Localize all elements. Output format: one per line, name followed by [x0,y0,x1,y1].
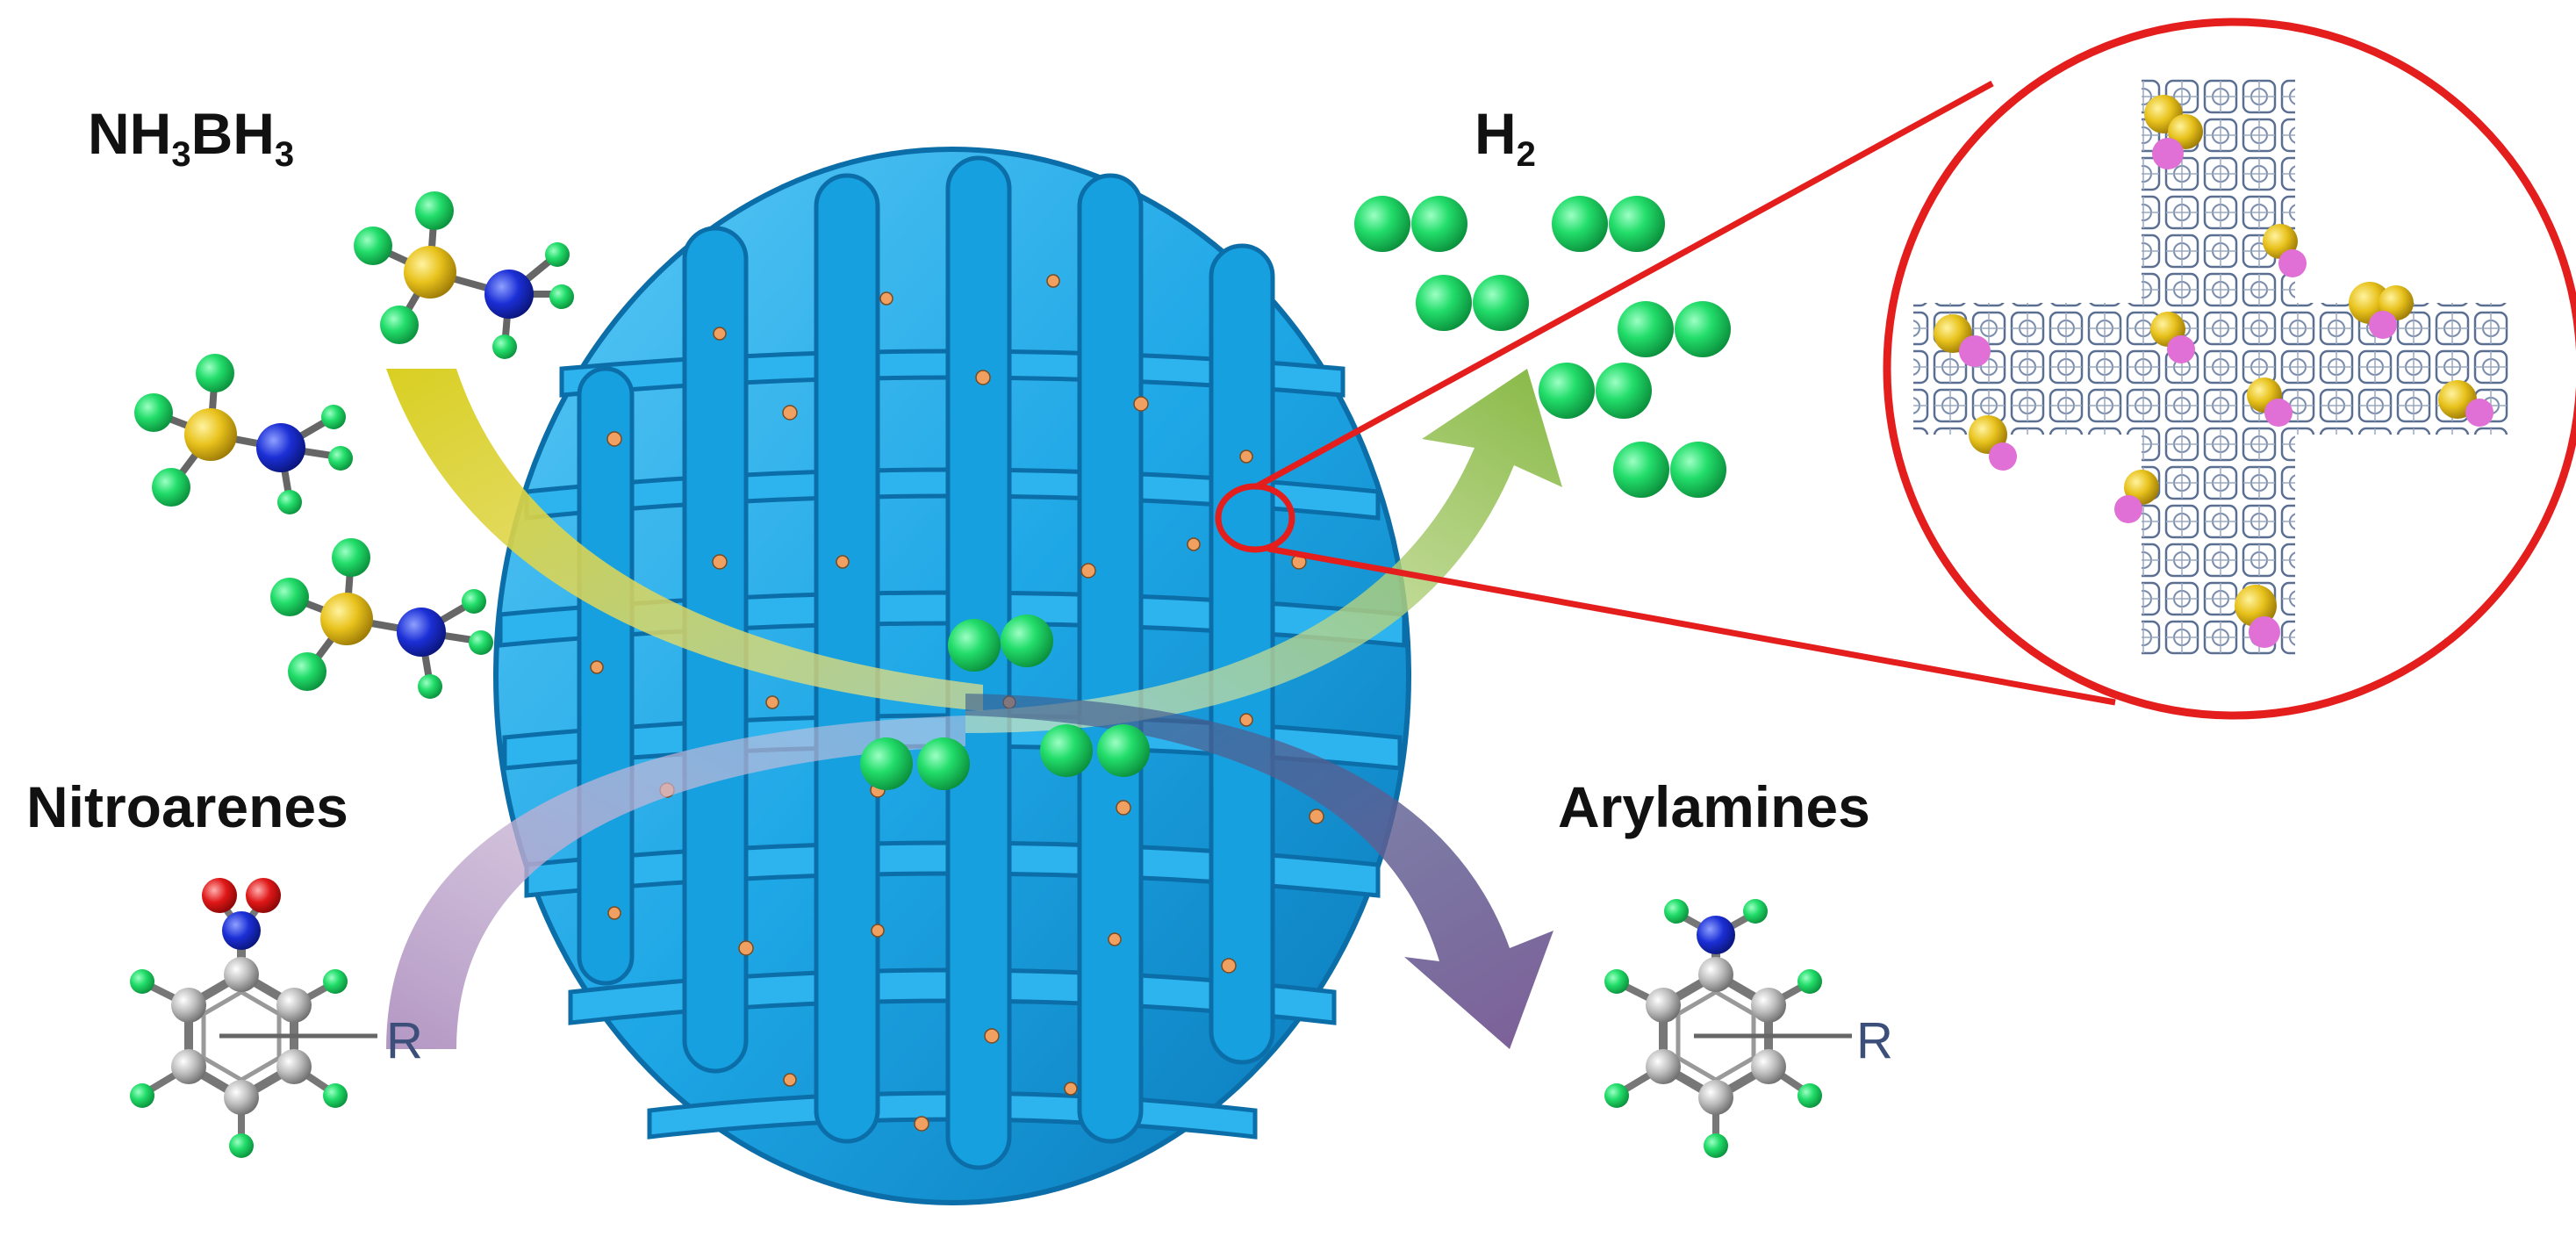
zoom-callout [1253,18,2576,720]
h2-molecules-in-catalyst [860,615,1150,790]
h2-molecule [860,737,970,790]
nh3bh3-molecule-1 [354,191,574,359]
label-h2: H2 [1475,101,1536,174]
h2-molecule [1613,442,1726,498]
nitroarene-molecule: R [130,878,423,1158]
arylamine-molecule: R [1604,899,1893,1158]
arrow-catalyst-to-h2 [965,369,1562,733]
label-nitroarenes: Nitroarenes [26,774,348,839]
label-nh3bh3: NH3BH3 [88,101,294,174]
nh3bh3-molecule-2 [134,354,353,514]
h2-molecule [1416,275,1529,331]
zoom-line-bottom [1267,545,2116,706]
guest-molecule-clusters [1934,95,2493,648]
nh3bh3-molecule-3 [270,538,493,699]
h2-molecules-product [1354,196,1731,498]
label-arylamines: Arylamines [1558,774,1870,839]
zoom-circle-border [1883,18,2576,720]
h2-molecule [1539,363,1652,419]
arrow-catalyst-to-arylamines [965,694,1553,1049]
h2-molecule [1618,301,1731,357]
h2-molecule [1552,196,1665,252]
h2-molecule [1040,724,1150,777]
framework-cross-structure [1913,79,2510,658]
h2-molecule [1354,196,1467,252]
substituent-r-left: R [386,1012,423,1069]
substituent-r-right: R [1856,1012,1893,1069]
h2-molecule [948,615,1053,672]
zoom-line-top [1253,80,1994,491]
catalyst-particle [493,147,1411,1205]
arrow-nh3bh3-to-catalyst [386,369,983,711]
